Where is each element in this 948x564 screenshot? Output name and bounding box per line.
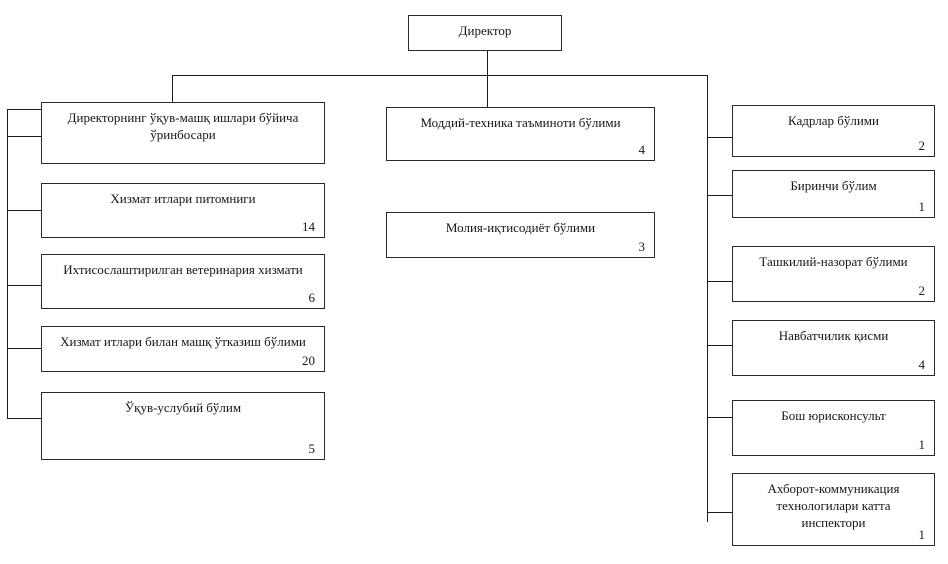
connector-left-stub-3 — [7, 285, 42, 286]
connector-right-stub-5 — [707, 417, 733, 418]
connector-left-stub-5 — [7, 418, 42, 419]
connector-left-stub-4 — [7, 348, 42, 349]
org-node-left-4[interactable]: Хизмат итлари билан машқ ўтказиш бўлими … — [41, 326, 325, 372]
org-node-left-5[interactable]: Ўқув-услубий бўлим 5 — [41, 392, 325, 460]
org-node-label: Моддий-техника таъминоти бўлими — [420, 115, 621, 130]
connector-right-stub-3 — [707, 281, 733, 282]
org-node-right-4[interactable]: Навбатчилик қисми 4 — [732, 320, 935, 376]
org-node-label: Молия-иқтисодиёт бўлими — [445, 220, 596, 235]
org-node-count: 2 — [918, 283, 926, 298]
org-node-count: 4 — [638, 142, 646, 157]
org-node-left-1[interactable]: Директорнинг ўқув-машқ ишлари бўйича ўри… — [41, 102, 325, 164]
org-node-label: Биринчи бўлим — [790, 178, 877, 193]
connector-main-bus — [172, 75, 708, 76]
org-node-count: 2 — [918, 138, 926, 153]
org-node-director[interactable]: Директор — [408, 15, 562, 51]
org-node-right-6[interactable]: Ахборот-коммуникация технологилари катта… — [732, 473, 935, 546]
connector-right-stub-1 — [707, 137, 733, 138]
org-node-label: Директор — [458, 23, 512, 38]
org-node-right-2[interactable]: Биринчи бўлим 1 — [732, 170, 935, 218]
org-node-count: 4 — [918, 357, 926, 372]
org-node-center-2[interactable]: Молия-иқтисодиёт бўлими 3 — [386, 212, 655, 258]
org-node-label: Бош юрисконсульт — [781, 408, 886, 423]
connector-left-stub-1 — [7, 136, 42, 137]
org-node-left-2[interactable]: Хизмат итлари питомниги 14 — [41, 183, 325, 238]
connector-right-stub-6 — [707, 512, 733, 513]
org-node-label: Ихтисослаштирилган ветеринария хизмати — [63, 262, 303, 277]
org-node-label: Ташкилий-назорат бўлими — [759, 254, 908, 269]
org-node-right-5[interactable]: Бош юрисконсульт 1 — [732, 400, 935, 456]
org-node-label: Кадрлар бўлими — [788, 113, 879, 128]
org-node-label: Хизмат итлари билан машқ ўтказиш бўлими — [60, 334, 306, 349]
org-node-count: 1 — [918, 437, 926, 452]
org-node-label: Навбатчилик қисми — [778, 328, 889, 343]
org-node-count: 20 — [302, 353, 315, 368]
org-node-count: 6 — [308, 290, 316, 305]
connector-center-drop — [487, 75, 488, 107]
connector-right-spine — [707, 75, 708, 522]
connector-left-elbow-drop — [172, 75, 173, 109]
connector-right-stub-4 — [707, 345, 733, 346]
connector-root-drop — [487, 51, 488, 75]
org-node-count: 3 — [638, 239, 646, 254]
org-node-count: 1 — [918, 527, 926, 542]
org-node-center-1[interactable]: Моддий-техника таъминоти бўлими 4 — [386, 107, 655, 161]
org-node-count: 5 — [308, 441, 316, 456]
org-node-label: Хизмат итлари питомниги — [110, 191, 256, 206]
org-node-label: Директорнинг ўқув-машқ ишлари бўйича ўри… — [67, 110, 299, 142]
org-node-label: Ахборот-коммуникация технологилари катта… — [767, 481, 900, 530]
org-node-right-1[interactable]: Кадрлар бўлими 2 — [732, 105, 935, 157]
org-node-count: 1 — [918, 199, 926, 214]
connector-left-spine — [7, 109, 8, 419]
org-node-count: 14 — [302, 219, 315, 234]
org-node-left-3[interactable]: Ихтисослаштирилган ветеринария хизмати 6 — [41, 254, 325, 309]
connector-left-stub-2 — [7, 210, 42, 211]
connector-right-stub-2 — [707, 195, 733, 196]
org-node-label: Ўқув-услубий бўлим — [124, 400, 242, 415]
org-node-right-3[interactable]: Ташкилий-назорат бўлими 2 — [732, 246, 935, 302]
